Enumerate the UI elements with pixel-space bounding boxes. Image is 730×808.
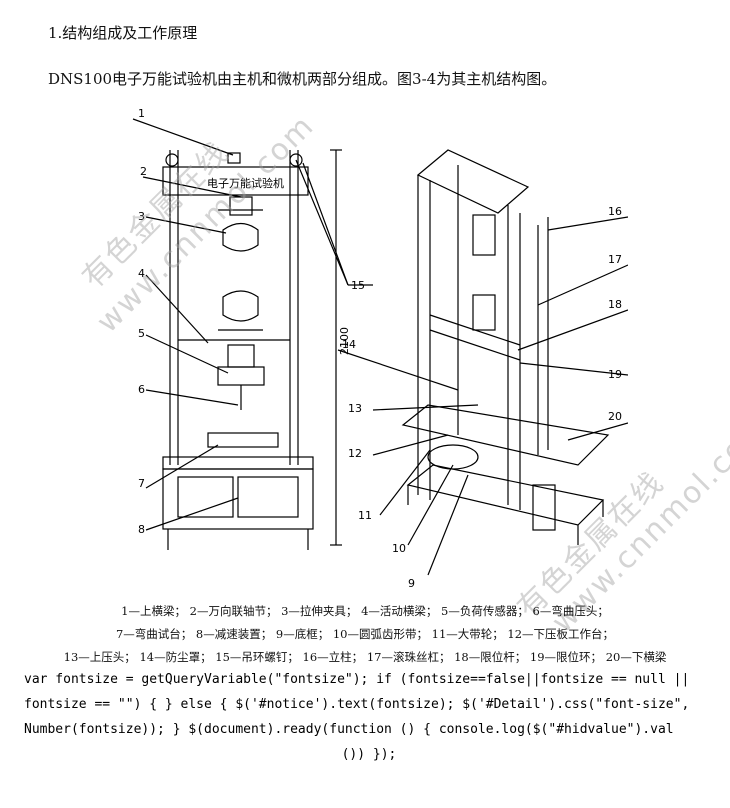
caption-line-2: 7—弯曲试台； 8—减速装置； 9—底框； 10—圆弧齿形带； 11—大带轮； … (115, 627, 615, 641)
callout-15: 15 (351, 279, 365, 292)
machine-structure-figure: 电子万能试验机 2100 1 2 3 4 5 6 7 8 15 14 13 12… (132, 107, 628, 590)
caption-line-3: 13—上压头； 14—防尘罩； 15—吊环螺钉； 16—立柱； 17—滚珠丝杠；… (63, 650, 667, 664)
callout-4: 4 (138, 267, 145, 280)
callout-14: 14 (342, 338, 356, 351)
callout-1: 1 (138, 107, 145, 120)
machine-label: 电子万能试验机 (207, 176, 284, 190)
intro-paragraph: DNS100电子万能试验机由主机和微机两部分组成。图3-4为其主机结构图。 (48, 70, 557, 88)
callout-3: 3 (138, 210, 145, 223)
callout-2: 2 (140, 165, 147, 178)
callout-17: 17 (608, 253, 622, 266)
dimension-label: 2100 (338, 327, 351, 355)
script-line-2: fontsize == "") { } else { $('#notice').… (24, 697, 690, 712)
callout-8: 8 (138, 523, 145, 536)
section-heading: 1.结构组成及工作原理 (48, 24, 198, 42)
caption-line-1: 1—上横梁； 2—万向联轴节； 3—拉伸夹具； 4—活动横梁； 5—负荷传感器；… (121, 604, 609, 618)
script-text: var fontsize = getQueryVariable("fontsiz… (24, 667, 714, 767)
callout-9: 9 (408, 577, 415, 590)
callout-12: 12 (348, 447, 362, 460)
script-line-3: Number(fontsize)); } $(document).ready(f… (24, 722, 674, 737)
callout-18: 18 (608, 298, 622, 311)
callout-6: 6 (138, 383, 145, 396)
callout-11: 11 (358, 509, 372, 522)
callout-16: 16 (608, 205, 622, 218)
callout-5: 5 (138, 327, 145, 340)
callout-10: 10 (392, 542, 406, 555)
script-line-4: ()) }); (341, 747, 397, 762)
callout-20: 20 (608, 410, 622, 423)
callout-13: 13 (348, 402, 362, 415)
script-line-1: var fontsize = getQueryVariable("fontsiz… (24, 672, 690, 687)
callout-19: 19 (608, 368, 622, 381)
callout-7: 7 (138, 477, 145, 490)
